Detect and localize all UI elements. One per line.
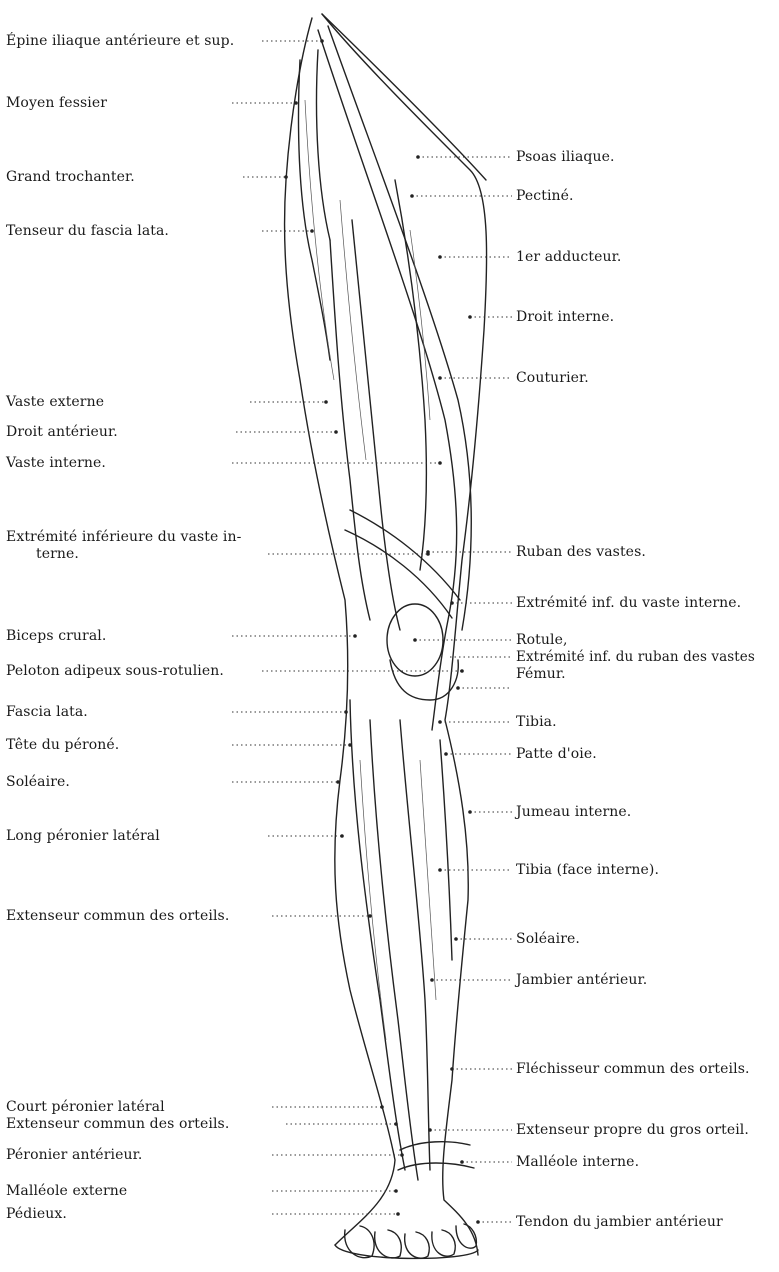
label-peronier-anterieur: Péronier antérieur.	[6, 1147, 142, 1163]
label-psoas-iliaque: Psoas iliaque.	[516, 149, 615, 165]
label-long-peronier: Long péronier latéral	[6, 828, 160, 844]
label-patte-oie: Patte d'oie.	[516, 746, 597, 762]
label-tenseur-fascia-lata: Tenseur du fascia lata.	[6, 223, 169, 239]
label-droit-anterieur: Droit antérieur.	[6, 424, 118, 440]
label-malleole-externe: Malléole externe	[6, 1183, 127, 1199]
label-extremite-inf-vaste-interne: Extrémité inf. du vaste interne.	[516, 595, 741, 611]
label-pectine: Pectiné.	[516, 188, 574, 204]
label-jambier-anterieur: Jambier antérieur.	[516, 972, 647, 988]
label-extremite-vaste-interne-line1: Extrémité inférieure du vaste in-	[6, 529, 241, 545]
label-couturier: Couturier.	[516, 370, 589, 386]
label-ruban-des-vastes: Ruban des vastes.	[516, 544, 646, 560]
label-peloton-adipeux: Peloton adipeux sous-rotulien.	[6, 663, 224, 679]
label-droit-interne: Droit interne.	[516, 309, 614, 325]
label-pedieux: Pédieux.	[6, 1206, 67, 1222]
label-jumeau-interne: Jumeau interne.	[516, 804, 631, 820]
label-tete-perone: Tête du péroné.	[6, 737, 119, 753]
label-malleole-interne: Malléole interne.	[516, 1154, 639, 1170]
label-rotule: Rotule,	[516, 632, 568, 648]
label-vaste-interne: Vaste interne.	[6, 455, 106, 471]
label-tendon-jambier: Tendon du jambier antérieur	[516, 1214, 723, 1230]
label-epine-iliaque: Épine iliaque antérieure et sup.	[6, 33, 234, 49]
label-tibia: Tibia.	[516, 714, 557, 730]
label-grand-trochanter: Grand trochanter.	[6, 169, 135, 185]
label-extenseur-commun-1: Extenseur commun des orteils.	[6, 908, 229, 924]
label-extremite-ruban-vastes: Extrémité inf. du ruban des vastes	[516, 649, 755, 665]
label-soleaire-left: Soléaire.	[6, 774, 70, 790]
label-extenseur-propre: Extenseur propre du gros orteil.	[516, 1122, 749, 1138]
label-vaste-externe: Vaste externe	[6, 394, 104, 410]
label-extremite-vaste-interne-line2: terne.	[36, 546, 79, 562]
label-tibia-face-interne: Tibia (face interne).	[516, 862, 659, 878]
label-moyen-fessier: Moyen fessier	[6, 95, 107, 111]
label-fascia-lata: Fascia lata.	[6, 704, 88, 720]
label-femur: Fémur.	[516, 666, 566, 682]
label-premier-adducteur: 1er adducteur.	[516, 249, 621, 265]
label-biceps-crural: Biceps crural.	[6, 628, 106, 644]
label-extenseur-commun-2: Extenseur commun des orteils.	[6, 1116, 229, 1132]
label-court-peronier: Court péronier latéral	[6, 1099, 165, 1115]
label-flechisseur-commun: Fléchisseur commun des orteils.	[516, 1061, 750, 1077]
label-soleaire-right: Soléaire.	[516, 931, 580, 947]
